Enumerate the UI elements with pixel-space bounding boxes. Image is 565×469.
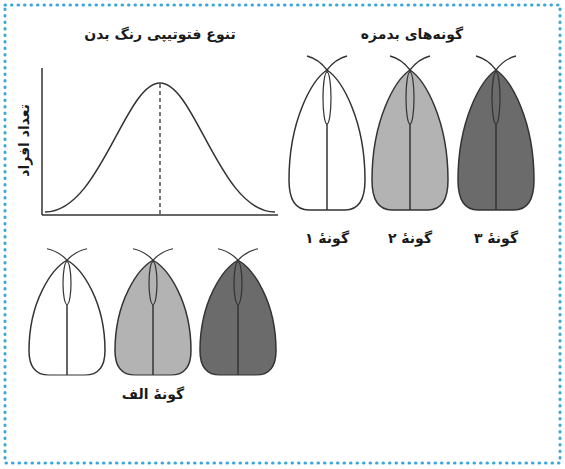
moth-grey [115,249,191,375]
species-label: گونهٔ ۲ [388,230,432,247]
x-axis [42,214,278,216]
moth-dark [458,56,534,210]
species-label: گونهٔ ۳ [474,230,518,247]
moth-dark [200,249,276,375]
moth-white [289,56,365,210]
heading: تنوع فتوتیپی رنگ بدن [84,26,235,43]
moth-grey [372,56,448,210]
mean-line [159,84,160,214]
species-label: گونهٔ ۱ [305,230,349,247]
species-label: گونهٔ الف [122,386,184,403]
y-axis [41,68,43,215]
moth-white [29,249,105,375]
axis-label: تعداد افراد [16,104,33,177]
heading: گونه‌های بدمزه [361,26,463,43]
dotted-frame [5,5,560,463]
